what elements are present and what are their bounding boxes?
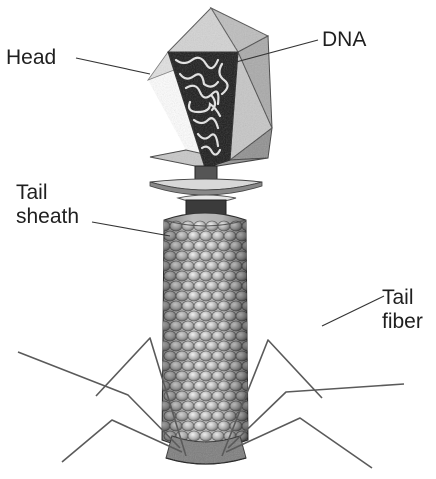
tail-fiber-leader-line — [322, 296, 384, 326]
capsid-head — [148, 8, 272, 168]
sheath-subunit — [248, 351, 260, 361]
sheath-subunit — [248, 331, 260, 341]
sheath-subunit — [248, 271, 260, 281]
sheath-subunit — [248, 231, 260, 241]
tail-sheath-leader-line — [92, 222, 170, 236]
label-dna: DNA — [322, 28, 366, 52]
sheath-subunit — [248, 391, 260, 401]
sheath-subunit — [248, 291, 260, 301]
sheath-subunit — [248, 311, 260, 321]
sheath-subunit — [248, 251, 260, 261]
label-tail-sheath: Tail sheath — [16, 181, 79, 229]
label-head: Head — [6, 46, 56, 70]
label-tail-fiber: Tail fiber — [382, 286, 423, 334]
head-leader-line — [76, 58, 150, 74]
collar — [150, 166, 262, 218]
